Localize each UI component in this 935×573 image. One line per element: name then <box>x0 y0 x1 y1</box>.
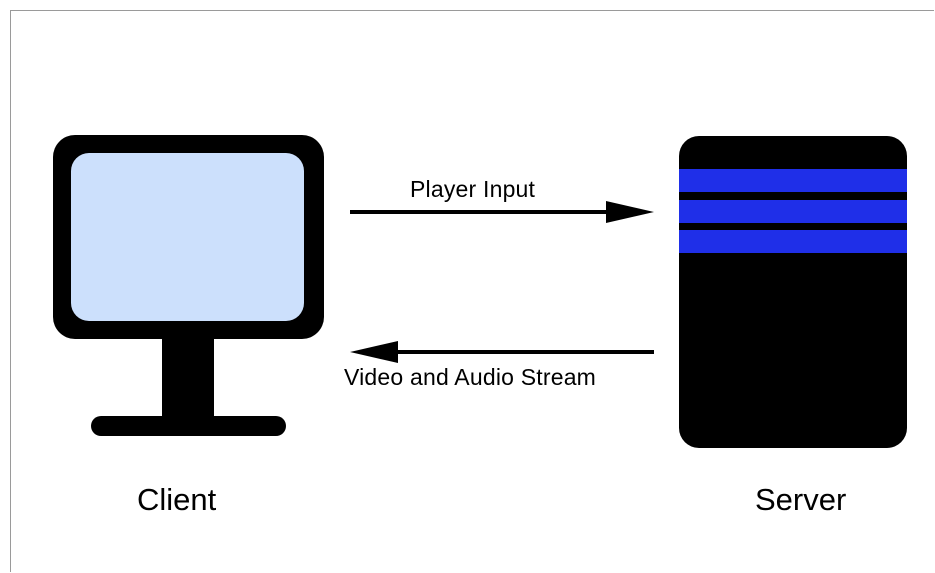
server-tower-icon <box>679 136 907 448</box>
server-stripe <box>679 200 907 223</box>
arrow-label-player-input: Player Input <box>410 176 536 202</box>
arrow-player-input <box>350 201 654 223</box>
server-stripe <box>679 230 907 253</box>
monitor-screen <box>71 153 304 321</box>
diagram-frame <box>10 10 934 572</box>
monitor-stand-neck <box>162 336 214 422</box>
client-label: Client <box>137 482 217 517</box>
client-monitor-icon <box>53 135 324 339</box>
arrow-label-video-audio-stream: Video and Audio Stream <box>344 364 597 390</box>
monitor-stand-base <box>91 416 286 436</box>
server-label: Server <box>755 482 847 517</box>
arrow-video-audio-stream <box>350 341 654 363</box>
server-stripe <box>679 169 907 192</box>
